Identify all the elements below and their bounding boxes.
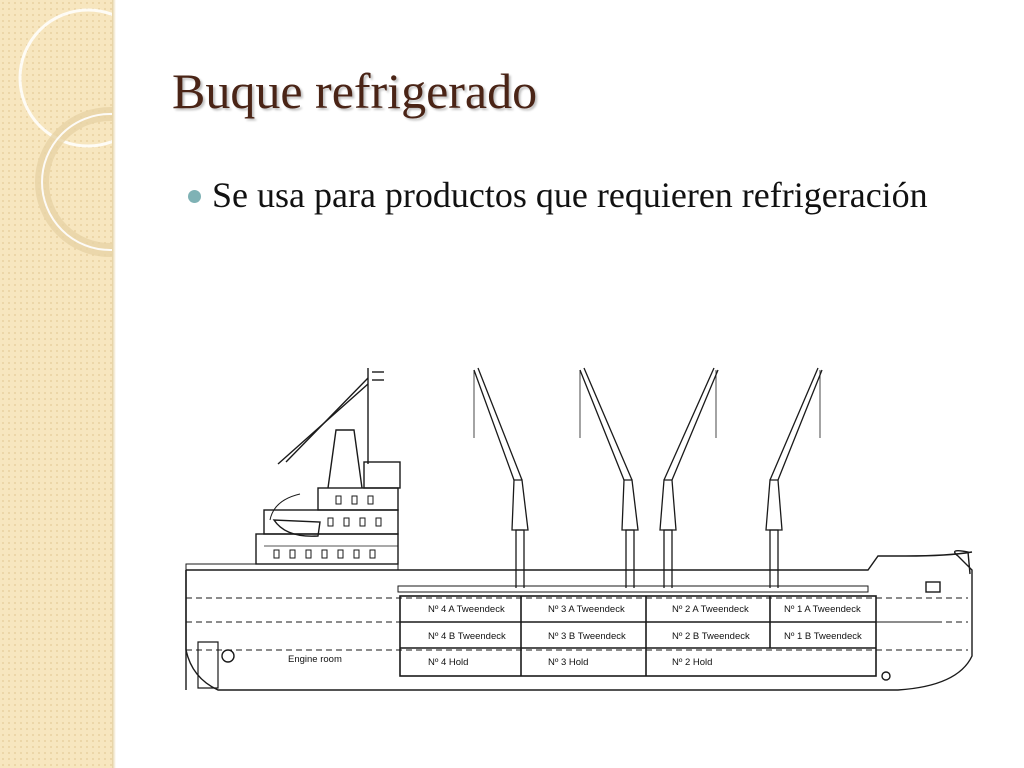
label-no4-a-tweendeck: Nº 4 A Tweendeck xyxy=(428,604,505,615)
label-no1-a-tweendeck: Nº 1 A Tweendeck xyxy=(784,604,861,615)
label-no4-b-tweendeck: Nº 4 B Tweendeck xyxy=(428,631,506,642)
bullet-item: Se usa para productos que requieren refr… xyxy=(188,172,948,218)
label-engine-room: Engine room xyxy=(288,654,342,665)
label-no2-hold: Nº 2 Hold xyxy=(672,657,712,668)
label-no3-a-tweendeck: Nº 3 A Tweendeck xyxy=(548,604,625,615)
label-no2-a-tweendeck: Nº 2 A Tweendeck xyxy=(672,604,749,615)
label-no2-b-tweendeck: Nº 2 B Tweendeck xyxy=(672,631,750,642)
label-no3-hold: Nº 3 Hold xyxy=(548,657,588,668)
ship-diagram: Nº 4 A Tweendeck Nº 3 A Tweendeck Nº 2 A… xyxy=(185,367,973,691)
label-no3-b-tweendeck: Nº 3 B Tweendeck xyxy=(548,631,626,642)
bullet-dot-icon xyxy=(188,190,201,203)
slide-title: Buque refrigerado xyxy=(172,63,538,119)
label-no1-b-tweendeck: Nº 1 B Tweendeck xyxy=(784,631,862,642)
label-no4-hold: Nº 4 Hold xyxy=(428,657,468,668)
decorative-side-band xyxy=(0,0,112,768)
band-edge xyxy=(112,0,116,768)
hull-outline xyxy=(185,549,973,691)
bullet-text: Se usa para productos que requieren refr… xyxy=(212,175,928,215)
decorative-circles xyxy=(18,8,112,257)
